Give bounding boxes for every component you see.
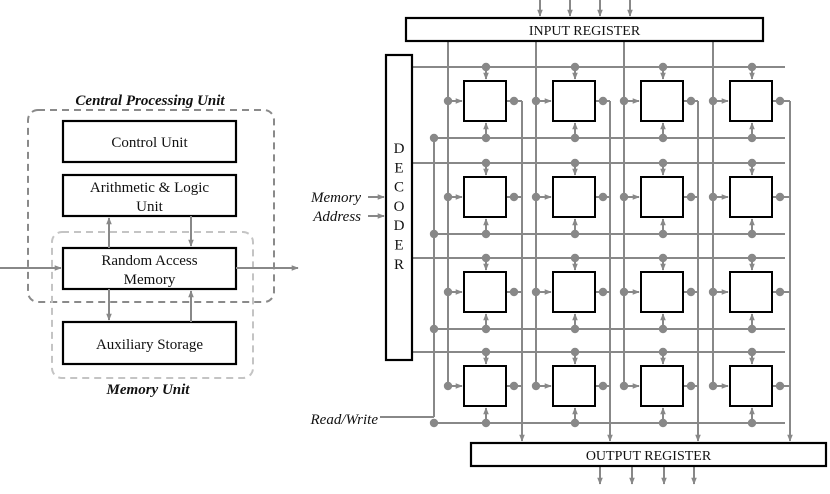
decoder-box bbox=[384, 53, 414, 362]
decoder-letter: O bbox=[394, 199, 405, 215]
decoder-letter: R bbox=[394, 257, 404, 273]
memory-cell bbox=[552, 365, 596, 407]
memory-unit-title: Memory Unit bbox=[106, 382, 191, 398]
memory-cell bbox=[640, 176, 684, 218]
read-write-label: Read/Write bbox=[310, 412, 379, 428]
decoder-letter: C bbox=[394, 180, 404, 196]
memory-cells bbox=[463, 80, 773, 407]
decoder-letter: E bbox=[394, 160, 403, 176]
cpu-boundary bbox=[27, 109, 275, 303]
decoder-letter: D bbox=[394, 141, 405, 157]
memory-cell bbox=[640, 80, 684, 122]
memory-cell bbox=[729, 176, 773, 218]
address-label: Address bbox=[312, 209, 361, 225]
memory-cell bbox=[463, 176, 507, 218]
decoder-letter: D bbox=[394, 218, 405, 234]
memory-unit-boundary bbox=[51, 231, 254, 379]
alu-label-line1: Arithmetic & Logic bbox=[90, 180, 209, 196]
memory-cell bbox=[552, 176, 596, 218]
cpu-memory-block: Central Processing Unit Memory Unit Cont… bbox=[0, 93, 299, 398]
auxiliary-storage-box bbox=[61, 320, 238, 366]
alu-label-line2: Unit bbox=[136, 199, 164, 215]
junction-dot bbox=[429, 418, 439, 428]
input-register-box bbox=[404, 16, 765, 43]
ram-label-line2: Memory bbox=[124, 272, 176, 288]
decoder-letter: E bbox=[394, 238, 403, 254]
memory-cell bbox=[729, 271, 773, 313]
memory-cell bbox=[463, 365, 507, 407]
memory-cell bbox=[463, 271, 507, 313]
memory-cell bbox=[552, 271, 596, 313]
memory-cell bbox=[640, 271, 684, 313]
memory-cell bbox=[463, 80, 507, 122]
input-register-label: INPUT REGISTER bbox=[529, 24, 641, 39]
junction-dot bbox=[429, 133, 439, 143]
output-register-box bbox=[469, 441, 828, 468]
memory-cell bbox=[640, 365, 684, 407]
auxiliary-storage-label: Auxiliary Storage bbox=[96, 337, 203, 353]
memory-grid-wires bbox=[368, 0, 793, 485]
memory-cell bbox=[729, 80, 773, 122]
ram-label-line1: Random Access bbox=[101, 253, 197, 269]
cpu-title: Central Processing Unit bbox=[75, 93, 225, 109]
alu-box bbox=[61, 173, 238, 218]
memory-cell bbox=[729, 365, 773, 407]
control-unit-box bbox=[61, 119, 238, 164]
memory-label: Memory bbox=[310, 190, 361, 206]
memory-cell bbox=[552, 80, 596, 122]
control-unit-label: Control Unit bbox=[111, 135, 188, 151]
output-register-label: OUTPUT REGISTER bbox=[586, 449, 712, 464]
